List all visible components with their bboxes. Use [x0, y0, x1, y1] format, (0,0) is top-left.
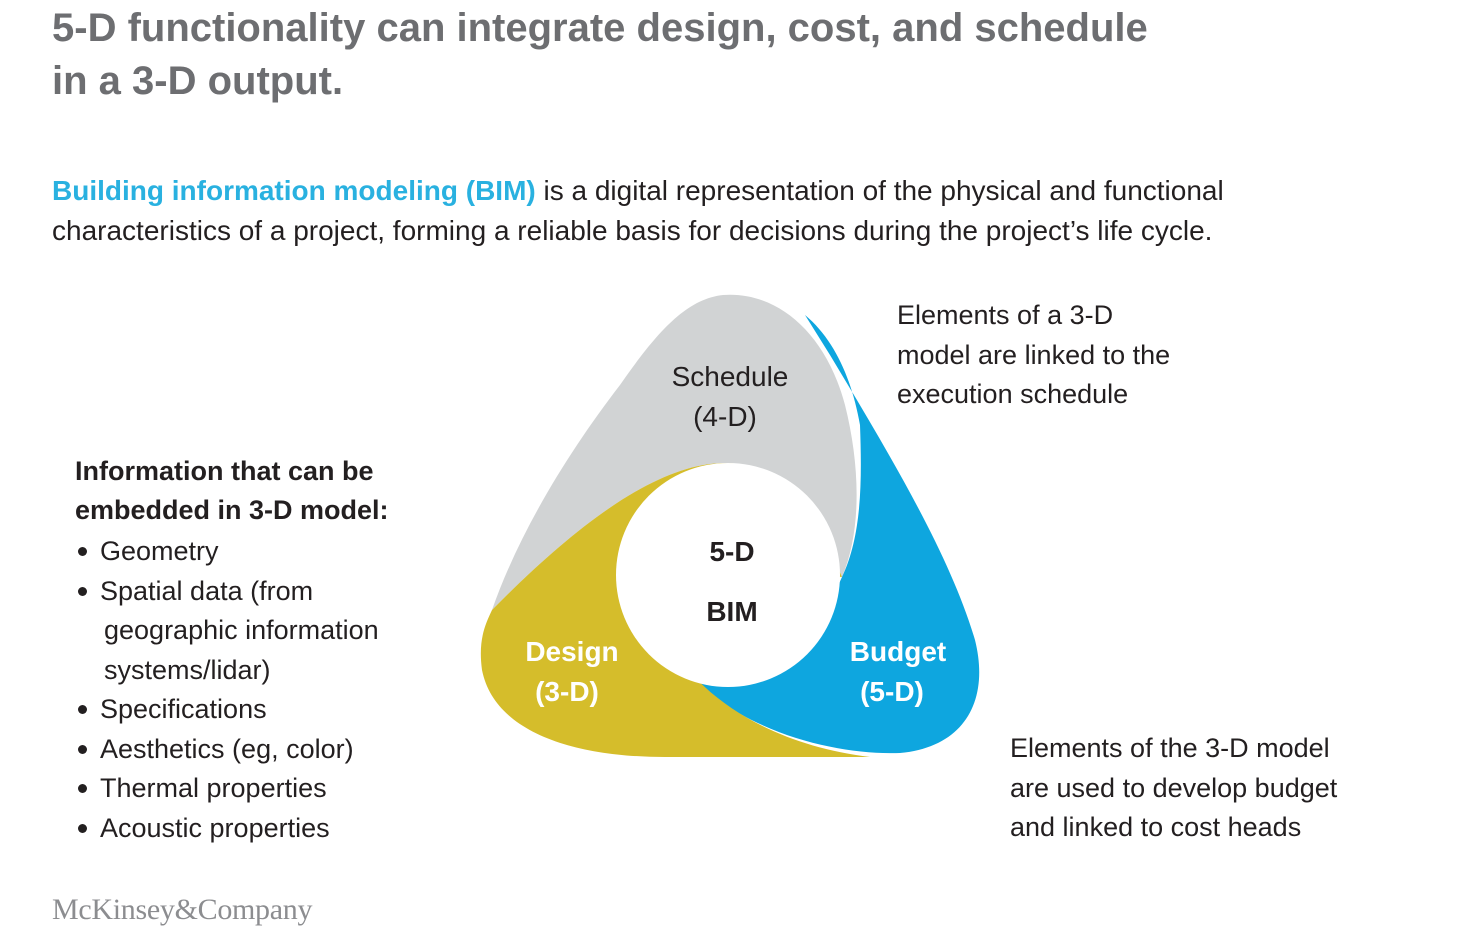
page-title: 5-D functionality can integrate design, …	[52, 2, 1432, 108]
list-item-specifications: Specifications	[75, 690, 475, 730]
list-item-text: Specifications	[100, 694, 267, 724]
list-item-text-continued: systems/lidar)	[104, 654, 271, 685]
center-label-line-2: BIM	[706, 596, 757, 627]
bim-term: Building information modeling (BIM)	[52, 175, 536, 206]
center-label-line-1: 5-D	[709, 536, 754, 567]
mckinsey-logo: McKinsey&Company	[52, 893, 313, 926]
list-item-thermal-properties: Thermal properties	[75, 769, 475, 809]
list-item-text-continued: geographic information	[104, 615, 379, 645]
info-panel: Information that can be embedded in 3-D …	[75, 452, 475, 848]
budget-note-line-3: and linked to cost heads	[1010, 812, 1302, 842]
list-item-text: Geometry	[100, 536, 219, 566]
budget-note-line-2: are used to develop budget	[1010, 772, 1338, 803]
list-item-text: Thermal properties	[100, 773, 327, 803]
info-heading-line-2: embedded in 3-D model:	[75, 495, 389, 525]
budget-label-line-1: Budget	[850, 636, 946, 667]
list-item-text: Spatial data (from	[100, 575, 314, 606]
budget-note-line-1: Elements of the 3-D model	[1010, 733, 1330, 763]
bim-diagram-svg: 5-D BIM Schedule (4-D) Design (3-D) Budg…	[480, 294, 980, 757]
center-circle	[616, 463, 840, 687]
list-item-text: Aesthetics (eg, color)	[100, 733, 354, 764]
design-label-line-1: Design	[525, 636, 618, 667]
schedule-label-line-1: Schedule	[672, 361, 789, 392]
info-list: Geometry Spatial data (from geographic i…	[75, 532, 475, 848]
list-item-geometry: Geometry	[75, 532, 475, 572]
list-item-aesthetics: Aesthetics (eg, color)	[75, 730, 475, 770]
schedule-note: Elements of a 3-D model are linked to th…	[897, 296, 1317, 415]
list-item-text: Acoustic properties	[100, 812, 330, 843]
schedule-note-line-1: Elements of a 3-D	[897, 300, 1114, 330]
info-heading: Information that can be embedded in 3-D …	[75, 452, 475, 530]
list-item-spatial-data: Spatial data (from geographic informatio…	[75, 572, 475, 691]
design-label-line-2: (3-D)	[535, 676, 599, 707]
budget-label-line-2: (5-D)	[860, 676, 924, 707]
budget-note: Elements of the 3-D model are used to de…	[1010, 729, 1440, 848]
schedule-label-line-2: (4-D)	[693, 401, 757, 432]
bim-diagram: 5-D BIM Schedule (4-D) Design (3-D) Budg…	[470, 285, 1000, 775]
list-item-acoustic-properties: Acoustic properties	[75, 809, 475, 849]
intro-line-2: characteristics of a project, forming a …	[52, 215, 1213, 246]
intro-line-1-rest: is a digital representation of the physi…	[535, 175, 1224, 206]
schedule-note-line-3: execution schedule	[897, 379, 1129, 409]
schedule-note-line-2: model are linked to the	[897, 339, 1171, 370]
intro-paragraph: Building information modeling (BIM) is a…	[52, 171, 1452, 251]
title-line-1: 5-D functionality can integrate design, …	[52, 6, 1148, 50]
schedule-lobe	[492, 294, 857, 610]
info-heading-line-1: Information that can be	[75, 456, 374, 486]
title-line-2: in a 3-D output.	[52, 59, 344, 103]
